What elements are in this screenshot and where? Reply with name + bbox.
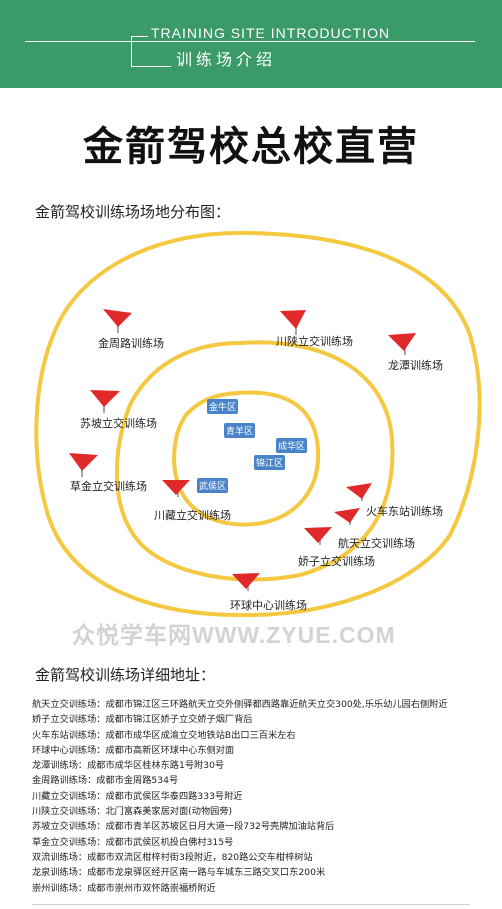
site-label: 龙潭训练场 (388, 359, 443, 372)
address-item: 航天立交训练场：成都市锦江区三环路航天立交外侧驿都西路靠近航天立交300处,乐乐… (32, 699, 448, 710)
flag-icon (388, 333, 416, 355)
site-distribution-map: 金周路训练场 川陕立交训练场 龙潭训练场 苏坡立交训练场 草金立交训练场 川藏立… (0, 225, 502, 625)
ring-road-map (34, 230, 482, 618)
site-label: 草金立交训练场 (70, 480, 147, 493)
header-banner: TRAINING SITE INTRODUCTION 训练场介绍 (0, 0, 502, 88)
address-item: 环球中心训练场：成都市高新区环球中心东侧对面 (32, 744, 235, 756)
address-item: 苏坡立交训练场：成都市青羊区苏坡区日月大道一段732号壳牌加油站背后 (32, 821, 335, 833)
header-bracket (131, 36, 148, 67)
address-heading: 金箭驾校训练场详细地址： (35, 666, 216, 684)
district-tag: 金牛区 (207, 399, 239, 414)
flag-icon (69, 453, 98, 477)
flag-icon (162, 480, 190, 497)
district-tag: 成华区 (276, 438, 308, 453)
site-label: 金周路训练场 (98, 337, 164, 350)
district-tag: 武侯区 (197, 478, 229, 493)
address-item: 金周路训练场：成都市金周路534号 (32, 775, 179, 787)
flag-icon (90, 390, 120, 413)
address-item: 娇子立交训练场：成都市锦江区娇子立交娇子烟厂背后 (32, 714, 253, 726)
site-label: 环球中心训练场 (230, 599, 307, 612)
flag-icon (334, 508, 360, 525)
flag-icon (232, 573, 260, 591)
inner-ring-road (172, 390, 321, 527)
site-label: 川藏立交训练场 (154, 509, 231, 522)
address-item: 龙潭训练场：成都市成华区桂林东路1号附30号 (32, 760, 225, 772)
district-tag: 青羊区 (224, 423, 256, 438)
header-rule-bottom (131, 66, 171, 67)
flag-icon (103, 309, 132, 333)
site-label: 娇子立交训练场 (298, 555, 375, 568)
outer-ring-road (34, 230, 482, 618)
site-label: 苏坡立交训练场 (80, 417, 157, 430)
district-tag: 锦江区 (254, 455, 286, 470)
bottom-divider (32, 904, 470, 905)
address-item: 川藏立交训练场：成都市武侯区华泰四路333号附近 (32, 790, 243, 802)
site-label: 川陕立交训练场 (276, 335, 353, 348)
site-label: 火车东站训练场 (366, 505, 443, 518)
address-item: 火车东站训练场：成都市成华区成渝立交地铁站B出口三百米左右 (32, 729, 296, 741)
flag-icon (280, 310, 306, 335)
flag-icon (304, 527, 332, 545)
flag-icon (346, 483, 372, 501)
header-chinese-title: 训练场介绍 (176, 50, 277, 69)
header-rule-top (25, 41, 475, 42)
address-item: 龙泉训练场：成都市龙泉驿区经开区南一路与车城东三路交叉口东200米 (32, 867, 326, 879)
middle-ring-road (114, 340, 395, 582)
address-item: 草金立交训练场：成都市武侯区机投白佛村315号 (32, 836, 234, 848)
page-title: 金箭驾校总校直营 (83, 124, 419, 170)
address-item: 双流训练场：成都市双流区柑梓村街3段附近，820路公交车柑梓树站 (32, 851, 313, 863)
address-item: 崇州训练场：成都市崇州市双怀路崇福桥附近 (32, 882, 216, 894)
header-english-title: TRAINING SITE INTRODUCTION (151, 25, 391, 41)
address-list: 航天立交训练场：成都市锦江区三环路航天立交外侧驿都西路靠近航天立交300处,乐乐… (32, 697, 492, 896)
address-item: 川陕立交训练场：北门富森美家居对面(动物园旁) (32, 806, 233, 818)
map-heading: 金箭驾校训练场场地分布图： (35, 203, 231, 221)
site-label: 航天立交训练场 (338, 537, 415, 550)
watermark-text: 众悦学车网WWW.ZYUE.COM (72, 622, 396, 648)
